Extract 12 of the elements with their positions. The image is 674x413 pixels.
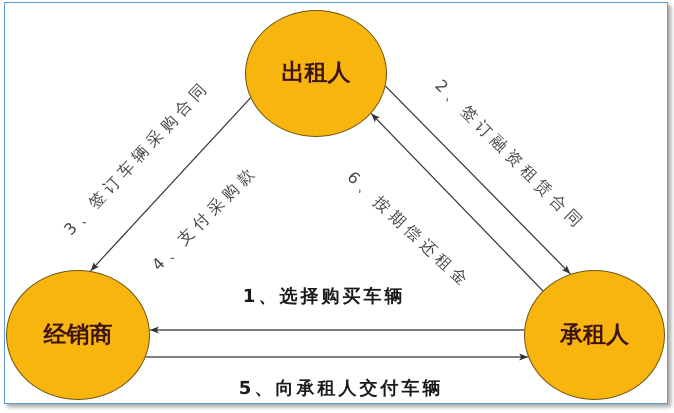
- arrow: [90, 98, 251, 272]
- arrow: [146, 354, 528, 360]
- edge-label: 5、向承租人交付车辆: [238, 380, 444, 398]
- arrow: [385, 86, 571, 274]
- step-label: 4、支付采购款: [149, 162, 261, 274]
- arrow: [150, 326, 524, 334]
- arrow: [370, 113, 544, 292]
- node-label: 经销商: [44, 320, 112, 350]
- node-label: 出租人: [282, 59, 350, 88]
- edge-label: 1、选择购买车辆: [242, 288, 406, 306]
- node-label: 承租人: [560, 320, 629, 350]
- edge-label: 2、签订融资租赁合同: [432, 77, 588, 233]
